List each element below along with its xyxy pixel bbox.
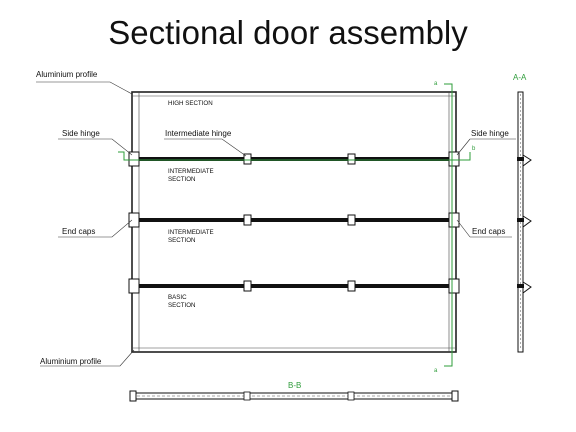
high-section-label: HIGH SECTION [168, 100, 213, 107]
aluminium-profile-top-label: Aluminium profile [36, 70, 98, 79]
side-view-aa [517, 91, 532, 353]
hinge-rail-3 [130, 284, 458, 288]
a-mark-top: a [434, 81, 438, 87]
side-hinge-right-label: Side hinge [471, 129, 509, 138]
callout-leaders [36, 81, 516, 367]
basic-section-label-b: SECTION [168, 302, 196, 309]
intermediate-section-1-label-b: SECTION [168, 176, 196, 183]
bottom-view-bb [129, 390, 459, 402]
side-hinge-left-label: Side hinge [62, 129, 100, 138]
end-caps-left-label: End caps [62, 227, 95, 236]
intermediate-section-2-label-b: SECTION [168, 237, 196, 244]
side-hinge-markers [128, 151, 460, 294]
view-aa-label: A-A [513, 73, 527, 82]
hinge-rail-2 [130, 218, 458, 222]
intermediate-hinge-markers [243, 153, 356, 292]
basic-section-label-a: BASIC [168, 294, 187, 301]
intermediate-section-1-label-a: INTERMEDIATE [168, 168, 214, 175]
diagram-title: Sectional door assembly [108, 14, 468, 51]
view-bb-label: B-B [288, 381, 301, 390]
intermediate-hinge-label: Intermediate hinge [165, 129, 232, 138]
hinge-rail-1 [130, 157, 458, 161]
aluminium-profile-bottom-label: Aluminium profile [40, 357, 102, 366]
b-mark: b [472, 146, 476, 152]
section-line-a [118, 83, 471, 367]
end-caps-right-label: End caps [472, 227, 505, 236]
a-mark-bottom: a [434, 368, 438, 374]
intermediate-section-2-label-a: INTERMEDIATE [168, 229, 214, 236]
